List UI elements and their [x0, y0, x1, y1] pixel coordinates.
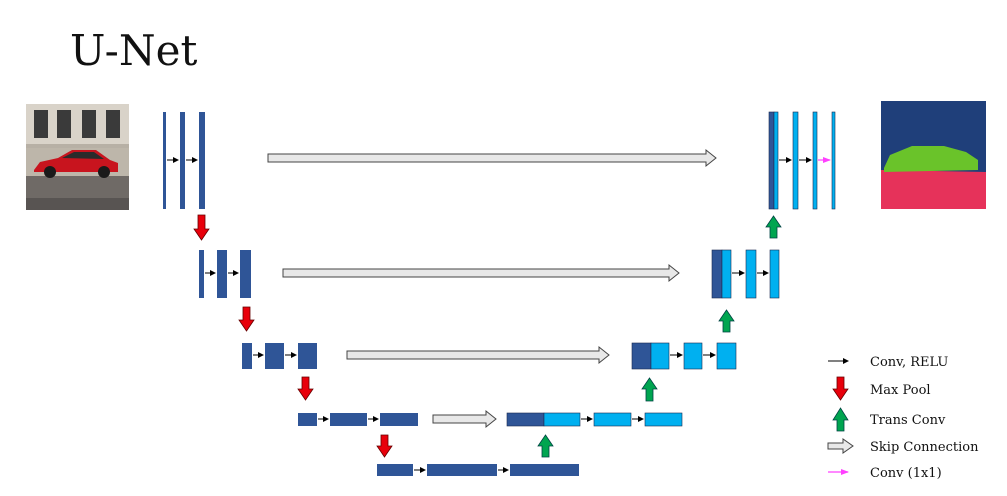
max-pool-arrow-icon — [832, 376, 849, 401]
max-pool-arrow — [297, 376, 314, 401]
feature-map — [831, 111, 836, 210]
feature-map — [792, 111, 799, 210]
feature-map — [240, 250, 251, 298]
max-pool-arrow — [238, 306, 255, 332]
feature-map — [716, 342, 737, 370]
feature-map — [377, 464, 413, 476]
legend-label: Conv, RELU — [870, 355, 948, 370]
encoder-level-4 — [298, 413, 418, 426]
trans-conv-arrow — [537, 434, 554, 458]
decoder-level-3 — [631, 342, 737, 370]
feature-map — [593, 412, 632, 427]
encoder-level-1 — [163, 112, 205, 209]
feature-map — [773, 111, 779, 210]
max-pool-arrow — [193, 214, 210, 241]
encoder-level-2 — [199, 250, 251, 298]
trans-conv-arrow — [641, 377, 658, 402]
feature-map — [683, 342, 703, 370]
feature-map — [650, 342, 670, 370]
skip-connection-arrow — [432, 409, 497, 429]
legend-label: Max Pool — [870, 383, 931, 398]
legend-label: Skip Connection — [870, 440, 979, 455]
feature-map — [380, 413, 418, 426]
feature-map — [721, 249, 732, 299]
feature-map — [543, 412, 581, 427]
legend: Conv, RELU Max Pool Trans Conv Skip Conn… — [827, 355, 979, 481]
feature-map — [427, 464, 497, 476]
decoder-level-1 — [768, 111, 836, 210]
diagram-title: U-Net — [70, 26, 198, 75]
feature-map — [769, 249, 780, 299]
feature-map — [199, 250, 204, 298]
skip-connection-arrow — [282, 263, 680, 283]
feature-map — [265, 343, 284, 369]
encoder-level-3 — [242, 343, 317, 369]
output-mask — [881, 101, 986, 209]
legend-label: Trans Conv — [870, 413, 946, 428]
decoder-level-2 — [711, 249, 780, 299]
skip-connection-arrow-icon — [827, 438, 854, 454]
feature-map — [180, 112, 185, 209]
trans-conv-arrow — [718, 309, 735, 333]
feature-map — [163, 112, 166, 209]
feature-map — [298, 413, 317, 426]
skip-connection-arrow — [267, 148, 717, 168]
feature-map — [745, 249, 757, 299]
max-pool-arrow — [376, 434, 393, 458]
feature-map — [631, 342, 652, 370]
feature-map — [711, 249, 723, 299]
legend-label: Conv (1x1) — [870, 466, 942, 481]
feature-map — [510, 464, 579, 476]
bottleneck — [377, 464, 579, 476]
feature-map — [298, 343, 317, 369]
decoder-level-4 — [506, 412, 683, 427]
trans-conv-arrow-icon — [832, 407, 849, 432]
feature-map — [812, 111, 818, 210]
feature-map — [242, 343, 252, 369]
feature-map — [506, 412, 545, 427]
feature-map — [768, 111, 775, 210]
feature-map — [199, 112, 205, 209]
feature-map — [330, 413, 367, 426]
skip-connection-arrow — [346, 345, 610, 365]
feature-map — [217, 250, 227, 298]
feature-map — [644, 412, 683, 427]
input-image — [26, 104, 129, 210]
trans-conv-arrow — [765, 215, 782, 239]
